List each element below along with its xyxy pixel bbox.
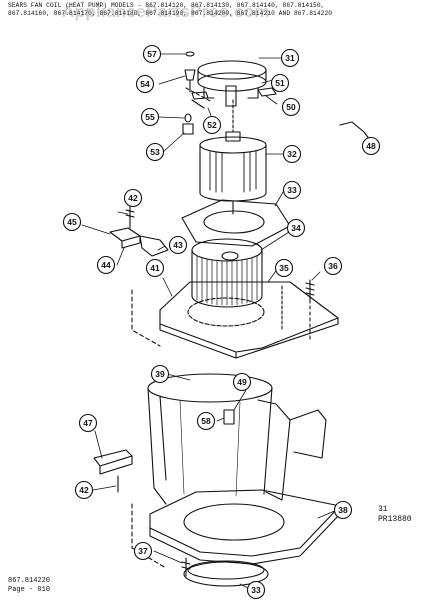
callout-label: 48 bbox=[366, 141, 376, 151]
callout-52: 52 bbox=[202, 115, 222, 135]
callout-57: 57 bbox=[142, 44, 162, 64]
callout-label: 37 bbox=[138, 546, 148, 556]
callout-35: 35 bbox=[274, 258, 294, 278]
callout-label: 36 bbox=[328, 261, 338, 271]
callout-58: 58 bbox=[196, 411, 216, 431]
callout-45: 45 bbox=[62, 212, 82, 232]
footer-model: 867.814220 bbox=[8, 577, 51, 585]
callout-42: 42 bbox=[74, 480, 94, 500]
blower-deck-panel bbox=[131, 281, 339, 359]
callout-label: 44 bbox=[101, 260, 111, 270]
callout-51: 51 bbox=[270, 73, 290, 93]
capacitor-assembly bbox=[109, 205, 169, 257]
callout-label: 43 bbox=[173, 240, 183, 250]
callout-55: 55 bbox=[140, 107, 160, 127]
callout-label: 57 bbox=[147, 49, 157, 59]
callout-label: 52 bbox=[207, 120, 217, 130]
callout-33: 33 bbox=[282, 180, 302, 200]
callout-label: 33 bbox=[287, 185, 297, 195]
callout-34: 34 bbox=[286, 218, 306, 238]
base-screw bbox=[181, 557, 191, 577]
callout-32: 32 bbox=[282, 144, 302, 164]
callout-49: 49 bbox=[232, 372, 252, 392]
callout-label: 32 bbox=[287, 149, 297, 159]
callout-41: 41 bbox=[145, 258, 165, 278]
callout-label: 45 bbox=[67, 217, 77, 227]
callout-37: 37 bbox=[133, 541, 153, 561]
motor-mount-band bbox=[191, 60, 277, 107]
callout-label: 49 bbox=[237, 377, 247, 387]
callout-label: 33 bbox=[251, 585, 261, 595]
callout-50: 50 bbox=[281, 97, 301, 117]
callout-layer: 31 32 33 34 35 36 37 38 39 41 42 43 44 45 47 48 49 50 51 52… bbox=[62, 44, 381, 600]
callout-48: 48 bbox=[361, 136, 381, 156]
sheet-number: 31 bbox=[378, 505, 388, 514]
callout-47: 47 bbox=[78, 413, 98, 433]
blower-wheel bbox=[191, 238, 263, 308]
inlet-ring bbox=[183, 560, 269, 587]
wire-harness bbox=[339, 121, 371, 141]
blower-motor bbox=[199, 99, 267, 215]
callout-label: 55 bbox=[145, 112, 155, 122]
watermark: AppliancePartsPros.com bbox=[62, 2, 270, 21]
callout-label: 35 bbox=[279, 263, 289, 273]
blower-scroll-housing bbox=[147, 373, 327, 505]
callout-54: 54 bbox=[135, 74, 155, 94]
callout-31: 31 bbox=[280, 48, 300, 68]
callout-53: 53 bbox=[145, 142, 165, 162]
callout-44: 44 bbox=[96, 255, 116, 275]
callout-label: 54 bbox=[140, 79, 150, 89]
callout-label: 38 bbox=[338, 505, 348, 515]
footer-page: Page - 010 bbox=[8, 586, 51, 594]
mount-hardware bbox=[182, 51, 213, 135]
callout-label: 39 bbox=[155, 369, 165, 379]
callout-label: 50 bbox=[286, 102, 296, 112]
deck-screw bbox=[305, 279, 315, 341]
callout-label: 58 bbox=[201, 416, 211, 426]
callout-label: 42 bbox=[79, 485, 89, 495]
callout-label: 41 bbox=[150, 263, 160, 273]
header-models-line-1: SEARS FAN COIL (HEAT PUMP) MODELS - 867.… bbox=[8, 2, 325, 9]
callout-label: 31 bbox=[285, 53, 295, 63]
callout-42: 42 bbox=[123, 188, 143, 208]
sheet-code: PR13880 bbox=[378, 515, 412, 524]
callout-label: 51 bbox=[275, 78, 285, 88]
callout-label: 47 bbox=[83, 418, 93, 428]
base-plate bbox=[131, 489, 341, 569]
callout-43: 43 bbox=[168, 235, 188, 255]
callout-36: 36 bbox=[323, 256, 343, 276]
callout-38: 38 bbox=[333, 500, 353, 520]
mounting-bracket bbox=[93, 449, 133, 493]
callout-label: 34 bbox=[291, 223, 301, 233]
callout-label: 42 bbox=[128, 193, 138, 203]
callout-33: 33 bbox=[246, 580, 266, 600]
callout-39: 39 bbox=[150, 364, 170, 384]
header-models-line-2: 867.814160, 867.814170, 867.814180, 867.… bbox=[8, 10, 333, 17]
callout-label: 53 bbox=[150, 147, 160, 157]
